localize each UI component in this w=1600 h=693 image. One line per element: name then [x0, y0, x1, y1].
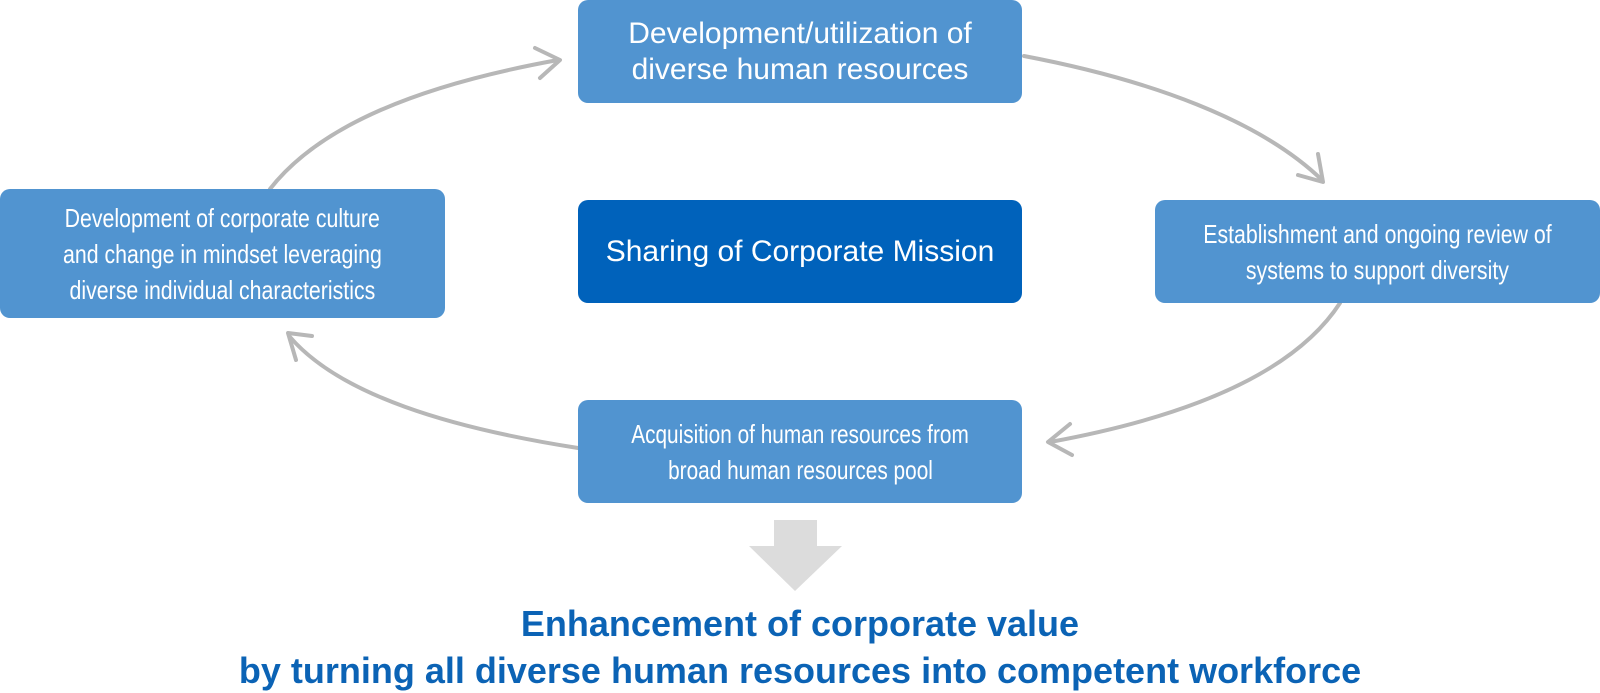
- box-development-utilization: Development/utilization of diverse human…: [578, 0, 1022, 103]
- arrowhead-right-to-bottom: [1046, 422, 1074, 457]
- arrow-right-to-bottom: [1048, 301, 1342, 444]
- down-arrow-icon: [749, 520, 842, 591]
- box-text-line: Development of corporate culture: [64, 202, 381, 233]
- box-systems-support-diversity: Establishment and ongoing review of syst…: [1155, 200, 1600, 303]
- box-text-line: Establishment and ongoing review of: [1203, 218, 1552, 249]
- box-acquisition-human-resources: Acquisition of human resources from broa…: [578, 400, 1022, 503]
- conclusion-text: Enhancement of corporate value by turnin…: [0, 600, 1600, 693]
- box-text-line: systems to support diversity: [1245, 254, 1510, 285]
- arrowhead-top-to-right: [1296, 152, 1325, 184]
- box-text-line: Acquisition of human resources from: [631, 418, 969, 449]
- arrow-top-to-right: [1022, 54, 1324, 182]
- box-text-line: broad human resources pool: [667, 454, 933, 485]
- box-text-line: diverse human resources: [631, 52, 969, 86]
- box-text-line: diverse individual characteristics: [69, 274, 376, 305]
- conclusion-line: by turning all diverse human resources i…: [238, 650, 1362, 691]
- box-text-line: and change in mindset leveraging: [63, 238, 382, 269]
- arrowhead-bottom-to-left: [286, 331, 314, 362]
- box-corporate-culture: Development of corporate culture and cha…: [0, 189, 445, 318]
- box-sharing-corporate-mission: Sharing of Corporate Mission: [578, 200, 1022, 303]
- arrowhead-left-to-top: [533, 46, 562, 80]
- arrow-bottom-to-left: [288, 335, 580, 450]
- conclusion-line: Enhancement of corporate value: [520, 603, 1080, 644]
- box-text-line: Development/utilization of: [628, 16, 972, 50]
- arrow-left-to-top: [268, 58, 560, 191]
- box-text-line: Sharing of Corporate Mission: [605, 234, 995, 268]
